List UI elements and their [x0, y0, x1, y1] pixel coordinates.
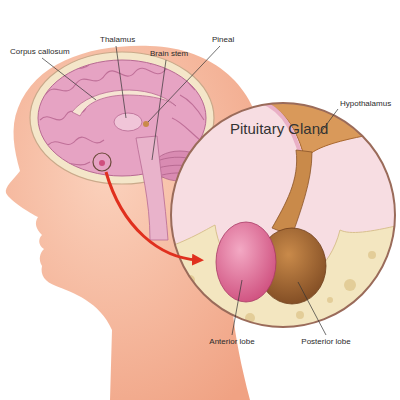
diagram-title: Pituitary Gland [230, 121, 328, 138]
part-label: Pineal [212, 36, 234, 45]
pituitary-stalk [272, 150, 312, 236]
part-label: Brain stem [150, 50, 188, 59]
bone [160, 225, 400, 340]
thalamus [114, 113, 142, 131]
zoom-circle-outline [171, 103, 395, 327]
zoom-arrow [106, 172, 198, 260]
zoom-leader-lines [232, 109, 338, 335]
part-label: Thalamus [100, 36, 135, 45]
anterior-lobe [216, 222, 276, 302]
part-label: Posterior lobe [301, 338, 350, 347]
zoom-detail [160, 100, 400, 340]
pituitary-marker [93, 153, 111, 171]
leader-lines [42, 46, 220, 160]
part-label: Hypothalamus [340, 100, 391, 109]
part-label: Anterior lobe [209, 338, 254, 347]
brain-gyri [40, 62, 204, 165]
pituitary-small [99, 160, 105, 166]
part-label: Corpus callosum [10, 48, 70, 57]
brain-stem [136, 136, 168, 240]
